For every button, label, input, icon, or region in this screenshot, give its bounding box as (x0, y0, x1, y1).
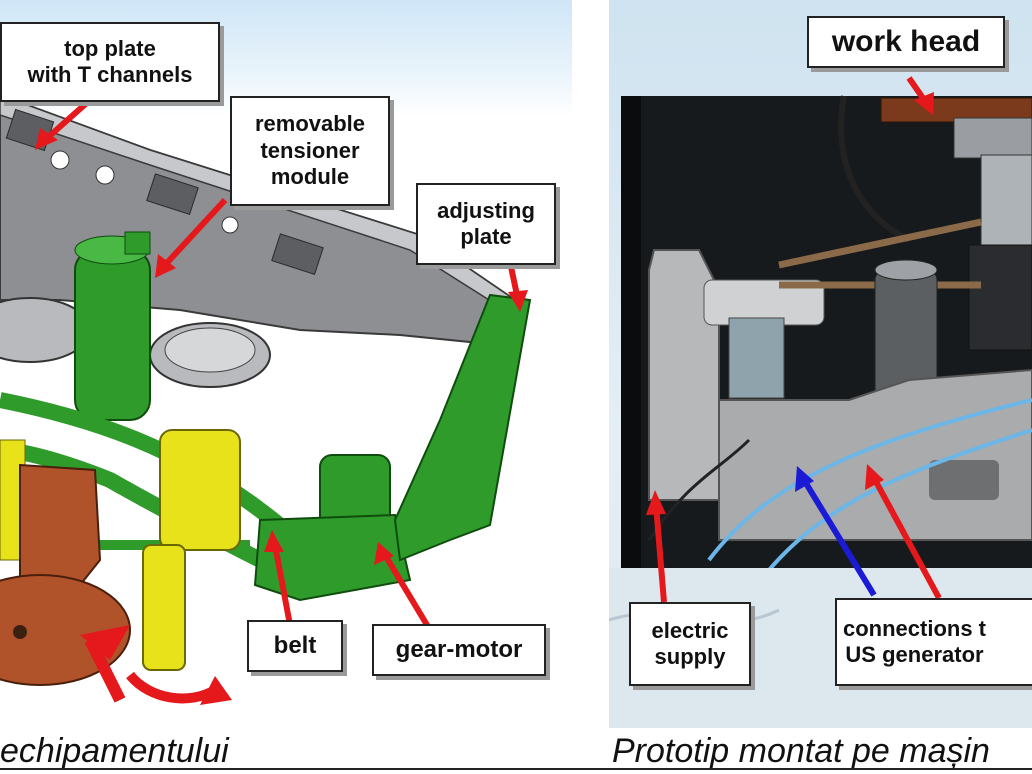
cad-rendering-panel: top plate with T channels removable tens… (0, 0, 572, 728)
blue-cable (707, 398, 1032, 562)
label-belt: belt (247, 620, 343, 672)
tensioner-module (74, 249, 151, 421)
label-adjusting-plate: adjusting plate (416, 183, 556, 265)
label-top-plate: top plate with T channels (0, 22, 220, 102)
caption-underline (0, 768, 1032, 770)
label-work-head: work head (807, 16, 1005, 68)
label-tensioner-module: removable tensioner module (230, 96, 390, 206)
adjusting-plate (393, 293, 532, 562)
caption-left: echipamentului (0, 732, 229, 770)
yellow-collet (159, 429, 241, 551)
cad-assembly-drawing (0, 93, 532, 705)
prototype-photo-panel: work head electric supply connections t … (609, 0, 1032, 728)
label-gear-motor: gear-motor (372, 624, 546, 676)
label-electric-supply: electric supply (629, 602, 751, 686)
caption-right: Prototip montat pe mașin (612, 732, 990, 770)
label-connections-us-generator: connections t US generator (835, 598, 1032, 686)
